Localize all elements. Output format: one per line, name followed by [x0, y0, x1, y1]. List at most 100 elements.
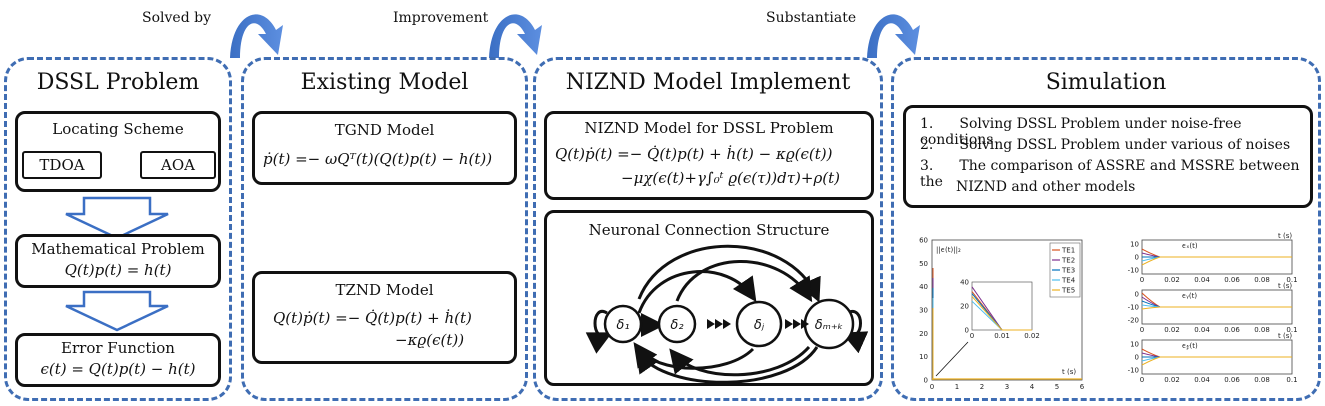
aoa-box: AOA — [140, 151, 216, 179]
triple-arrow-icon — [707, 319, 731, 329]
tick-label: 0 — [1135, 354, 1139, 362]
niznd-equation-line1: Q(t)ṗ(t) =− Q̇(t)p(t) + ḣ(t) − κϱ(ϵ(t)) — [555, 145, 833, 163]
tick-label: 0 — [1135, 254, 1139, 262]
error-function-title: Error Function — [61, 339, 175, 357]
label-substantiate: Substantiate — [766, 10, 857, 26]
tick-label: 0.04 — [1194, 376, 1210, 384]
list-item: 1.Solving DSSL Problem under noise-free … — [920, 116, 1242, 148]
tick-label: 40 — [919, 283, 928, 291]
tick-label: 1 — [955, 383, 959, 391]
math-problem-title: Mathematical Problem — [31, 240, 205, 258]
structure-title: Neuronal Connection Structure — [588, 221, 830, 239]
tick-label: 0 — [970, 332, 974, 340]
arrow-solved-by — [230, 14, 283, 58]
tick-label: 0.06 — [1224, 276, 1240, 284]
axis-label: t (s) — [1062, 368, 1076, 376]
series-line — [1141, 256, 1292, 266]
tick-label: 3 — [1005, 383, 1009, 391]
neuron-node — [735, 300, 783, 348]
axis-label: ϵ𝓏(t) — [1182, 342, 1198, 350]
node-label: δⱼ — [754, 318, 765, 333]
tick-label: 0 — [924, 377, 928, 385]
series-line — [971, 286, 1003, 331]
tick-label: 6 — [1080, 383, 1085, 391]
panel-title: Simulation — [1045, 70, 1167, 95]
tick-label: 0 — [1140, 376, 1144, 384]
panel-simulation: Simulation 1.Solving DSSL Problem under … — [891, 57, 1321, 401]
tick-label: -20 — [1128, 317, 1139, 325]
legend-entry: TE1 — [1061, 247, 1075, 255]
series-line — [971, 296, 1003, 331]
axis-label: ||ϵ(t)||₂ — [936, 246, 961, 254]
tznd-title: TZND Model — [335, 281, 434, 299]
tick-label: 60 — [919, 237, 928, 245]
legend-entry: TE5 — [1061, 287, 1075, 295]
tick-label: 20 — [960, 303, 969, 311]
tick-label: 0.02 — [1024, 332, 1040, 340]
tick-label: 30 — [919, 307, 928, 315]
legend-entry: TE4 — [1061, 277, 1076, 285]
tick-label: 0.06 — [1224, 376, 1240, 384]
neuronal-structure-box: Neuronal Connection Structure — [544, 210, 874, 386]
list-item: 3.The comparison of ASSRE and MSSRE betw… — [920, 158, 1300, 190]
tgnd-title: TGND Model — [334, 121, 435, 139]
aoa-label: AOA — [161, 156, 195, 174]
panel-title: Existing Model — [300, 70, 469, 95]
tick-label: 0.1 — [1286, 376, 1297, 384]
tick-label: 0.1 — [1286, 276, 1297, 284]
error-function-box: Error Function ϵ(t) = Q(t)p(t) − h(t) — [15, 333, 221, 387]
list-item: NIZND and other models — [956, 179, 1136, 195]
axis-label: ϵᵧ(t) — [1182, 292, 1197, 300]
tick-label: 0.01 — [994, 332, 1010, 340]
legend-entry: TE2 — [1061, 257, 1075, 265]
axis-label: ϵₓ(t) — [1182, 242, 1198, 250]
tznd-equation-line2: −κϱ(ϵ(t)) — [395, 331, 465, 349]
tick-label: 0 — [965, 327, 969, 335]
tick-label: -10 — [1128, 367, 1139, 375]
label-solved-by: Solved by — [142, 10, 211, 26]
tick-label: 0.08 — [1254, 326, 1270, 334]
niznd-model-title: NIZND Model for DSSL Problem — [584, 119, 834, 137]
tick-label: 0 — [1140, 326, 1144, 334]
node-label: δₘ₊ₖ — [815, 318, 843, 333]
arrow-substantiate — [867, 14, 920, 58]
axis-label: t (s) — [1278, 332, 1292, 340]
tick-label: 10 — [1130, 241, 1139, 249]
neuron-network-diagram: δ₁ δ₂ δⱼ δₘ₊ₖ — [585, 244, 869, 383]
tick-label: 0.04 — [1194, 276, 1210, 284]
tick-label: 10 — [919, 353, 928, 361]
tdoa-label: TDOA — [39, 156, 85, 174]
panel-existing-model: Existing Model TGND Model ṗ(t) =− ωQᵀ(t)… — [241, 57, 528, 401]
list-item: 2.Solving DSSL Problem under various of … — [920, 137, 1291, 153]
panel-title: DSSL Problem — [36, 70, 200, 95]
tick-label: 40 — [960, 279, 969, 287]
error-function-equation: ϵ(t) = Q(t)p(t) − h(t) — [40, 360, 196, 378]
tick-label: -10 — [1128, 267, 1139, 275]
neuron-node — [657, 304, 697, 344]
triple-arrow-icon — [785, 319, 809, 329]
locating-scheme-title: Locating Scheme — [52, 120, 184, 138]
tick-label: 0 — [1135, 291, 1139, 299]
tick-label: 10 — [1130, 341, 1139, 349]
tick-label: -10 — [1128, 304, 1139, 312]
legend-entry: TE3 — [1061, 267, 1075, 275]
niznd-equation-line2: −μχ(ϵ(t)+γ∫₀ᵗ ϱ(ϵ(τ))dτ)+ρ(t) — [621, 169, 841, 187]
node-label: δ₂ — [670, 318, 683, 333]
tgnd-model-box: TGND Model ṗ(t) =− ωQᵀ(t)(Q(t)p(t) − h(t… — [252, 111, 517, 185]
tick-label: 20 — [919, 330, 928, 338]
down-arrow-icon — [65, 196, 169, 240]
tick-label: 0.04 — [1194, 326, 1210, 334]
locating-scheme-box: Locating Scheme TDOA AOA — [15, 111, 221, 192]
panel-dssl-problem: DSSL Problem Locating Scheme TDOA AOA Ma… — [4, 57, 232, 401]
panel-niznd-model: NIZND Model Implement NIZND Model for DS… — [533, 57, 883, 401]
arrow-improvement — [489, 14, 542, 58]
panel-title: NIZND Model Implement — [565, 70, 851, 95]
tick-label: 4 — [1030, 383, 1035, 391]
tick-label: 0.02 — [1164, 276, 1180, 284]
tgnd-equation: ṗ(t) =− ωQᵀ(t)(Q(t)p(t) − h(t)) — [263, 150, 493, 168]
series-line — [971, 300, 1003, 331]
tick-label: 0.08 — [1254, 276, 1270, 284]
neuron-node — [603, 304, 643, 344]
math-problem-box: Mathematical Problem Q(t)p(t) = h(t) — [15, 234, 221, 288]
